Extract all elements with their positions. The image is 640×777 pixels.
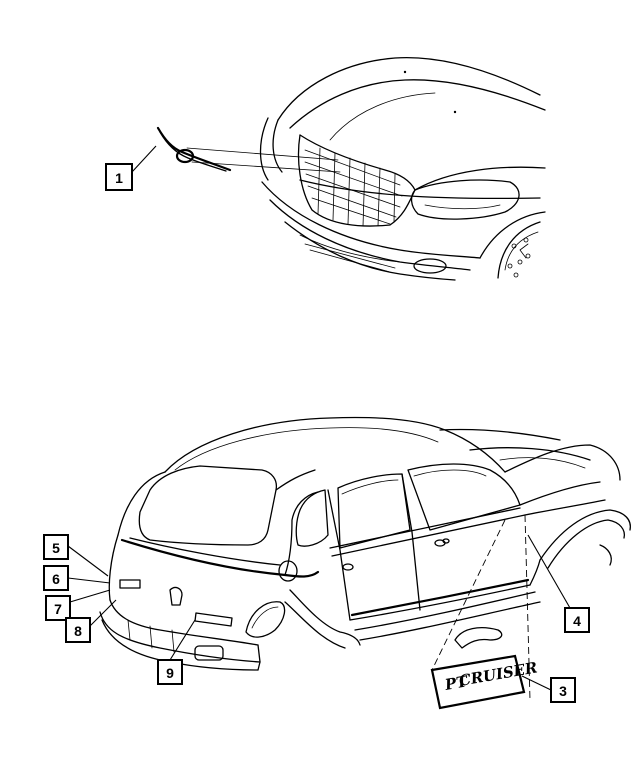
door-handle-detail <box>454 627 503 649</box>
wheel-bolts <box>507 237 531 278</box>
front-view-car <box>259 56 546 281</box>
projection-line-bottom <box>191 161 341 173</box>
svg-text:5: 5 <box>52 540 60 556</box>
rear-view-car <box>99 416 631 671</box>
front-wing-emblem <box>156 126 232 172</box>
projection-dash-2 <box>524 514 531 701</box>
callout-8: 8 <box>65 599 117 643</box>
svg-text:1: 1 <box>115 170 123 186</box>
svg-text:4: 4 <box>573 613 581 629</box>
callout-3: 3 <box>521 675 576 703</box>
pt-cruiser-nameplate: PT CRUISER <box>430 654 539 710</box>
callout-6: 6 <box>43 565 111 591</box>
projection-line-top <box>186 147 339 161</box>
svg-text:8: 8 <box>74 623 82 639</box>
emblem-prefix: PT <box>443 672 471 694</box>
svg-text:9: 9 <box>166 665 174 681</box>
callout-1: 1 <box>105 145 157 191</box>
svg-text:6: 6 <box>52 571 60 587</box>
callout-4: 4 <box>527 534 590 633</box>
callout-7: 7 <box>45 589 111 621</box>
callout-5: 5 <box>43 534 109 577</box>
svg-text:7: 7 <box>54 601 62 617</box>
callout-9: 9 <box>157 619 196 685</box>
svg-text:3: 3 <box>559 683 567 699</box>
projection-dash-1 <box>431 519 506 671</box>
